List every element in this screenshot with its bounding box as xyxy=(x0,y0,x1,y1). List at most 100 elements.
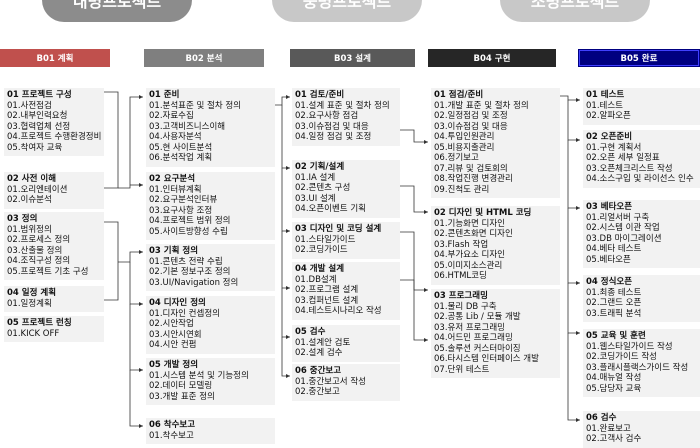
section-item: 02.시안작업 xyxy=(149,319,194,329)
section-item: 02.고객사 검수 xyxy=(586,434,642,444)
section-item: 01.중간보고서 작성 xyxy=(295,376,366,387)
section-item: 02.콘텐츠 구성 xyxy=(295,183,351,193)
section-item: 03.요구사항 조정 xyxy=(149,205,213,216)
section-title: 01 준비 xyxy=(149,90,180,100)
section-item: 08.작업진행 변경관리 xyxy=(434,174,513,184)
section-item: 05.비용지출관리 xyxy=(434,142,495,153)
section-item: 01.물리 DB 구축 xyxy=(434,301,497,312)
section-item: 06.타시스템 인터페이스 개발 xyxy=(434,354,539,364)
section-item: 04.프로젝트 범위 정의 xyxy=(149,216,231,226)
section-item: 03.Flash 작업 xyxy=(434,239,489,250)
section-item: 04.매뉴얼 작성 xyxy=(586,373,642,383)
section-item: 03.이슈점검 및 대응 xyxy=(295,121,369,132)
section-item: 03.산출물 정의 xyxy=(7,245,63,256)
project-pill-2: 중명프로젝트 xyxy=(272,0,422,22)
section-title: 06 중간보고 xyxy=(295,366,342,376)
section-item: 01.기능화면 디자인 xyxy=(434,218,505,229)
section-item: 05.현 사이트분석 xyxy=(149,142,213,153)
section-title: 05 교육 및 훈련 xyxy=(586,331,646,341)
section-title: 03 베타오픈 xyxy=(586,202,633,212)
section-item: 03.플래시플랙스가이드 작성 xyxy=(586,362,689,373)
section-item: 02.알파오픈 xyxy=(586,111,631,121)
section-item: 04.오픈이벤트 기획 xyxy=(295,204,366,214)
section-title: 01 프로젝트 구성 xyxy=(7,90,72,100)
section-title: 02 오픈준비 xyxy=(586,132,633,142)
section-item: 03.유저 프로그래밍 xyxy=(434,322,505,333)
section-item: 01.설계 표준 및 절차 정의 xyxy=(295,100,390,111)
section-title: 06 검수 xyxy=(586,413,617,423)
section-item: 02.요구분석인터뷰 xyxy=(149,195,218,205)
section-title: 02 기획/설계 xyxy=(295,162,345,172)
section-item: 02.그랜드 오픈 xyxy=(586,298,642,308)
section-item: 02.이슈분석 xyxy=(7,195,52,205)
section-item: 04.시안 컨펌 xyxy=(149,340,197,350)
section-title: 01 테스트 xyxy=(586,90,625,100)
section-item: 02.공통 Lib / 모듈 개발 xyxy=(434,312,521,322)
section-item: 01.오리엔테이션 xyxy=(7,184,68,195)
section-title: 02 사전 이해 xyxy=(7,174,57,184)
section-item: 02.코딩가이드 xyxy=(295,245,348,255)
section-item: 01.최종 테스트 xyxy=(586,287,642,298)
section-item: 04.일정 점검 및 조정 xyxy=(295,132,372,142)
section-item: 02.자료수집 xyxy=(149,111,194,121)
section-title: 01 검토/준비 xyxy=(295,90,345,100)
section-item: 01.리얼서버 구축 xyxy=(586,212,650,223)
phase-header-b05: B05 완료 xyxy=(578,49,700,67)
section-item: 05.사이트방향성 수립 xyxy=(149,226,228,237)
section-item: 01.DB설계 xyxy=(295,274,337,285)
section-item: 02.중간보고 xyxy=(295,387,340,397)
section-title: 05 프로젝트 런칭 xyxy=(7,318,72,328)
section-item: 04.베타 테스트 xyxy=(586,244,642,254)
section-item: 01.IA 설계 xyxy=(295,172,336,183)
phase-header-b04: B04 구현 xyxy=(428,49,556,67)
section-title: 04 일정 계획 xyxy=(7,288,57,298)
section-item: 01.완료보고 xyxy=(586,423,631,434)
section-item: 02.코딩가이드 작성 xyxy=(586,352,657,362)
section-item: 03.오픈체크리스트 작성 xyxy=(586,163,673,174)
section-item: 03.DB 마이그레이션 xyxy=(586,233,662,244)
section-item: 01.구현 계획서 xyxy=(586,142,642,153)
section-item: 03.시안시연회 xyxy=(149,329,202,340)
section-item: 02.시스템 이관 작업 xyxy=(586,223,660,233)
section-item: 01.개발 표준 및 절차 정의 xyxy=(434,100,529,111)
section-item: 01.일정계획 xyxy=(7,298,52,309)
section-item: 01.인터뷰계획 xyxy=(149,184,202,195)
section-item: 06.정기보고 xyxy=(434,153,479,163)
section-item: 02.요구사항 점검 xyxy=(295,111,359,121)
section-item: 03.컴퍼넌트 설계 xyxy=(295,295,359,306)
section-title: 03 정의 xyxy=(7,214,38,224)
section-item: 02.프로그램 설계 xyxy=(295,285,359,295)
section-title: 01 점검/준비 xyxy=(434,90,484,100)
section-title: 05 개발 정의 xyxy=(149,360,199,370)
section-item: 03.UI 설계 xyxy=(295,193,336,204)
section-item: 04.테스트시나리오 작성 xyxy=(295,306,382,316)
section-item: 06.분석작업 계획 xyxy=(149,153,213,163)
section-item: 01.KICK OFF xyxy=(7,328,60,339)
section-item: 02.프로세스 정의 xyxy=(7,235,71,245)
phase-header-b01: B01 계획 xyxy=(0,49,110,67)
section-item: 04.부가요소 디자인 xyxy=(434,250,505,260)
